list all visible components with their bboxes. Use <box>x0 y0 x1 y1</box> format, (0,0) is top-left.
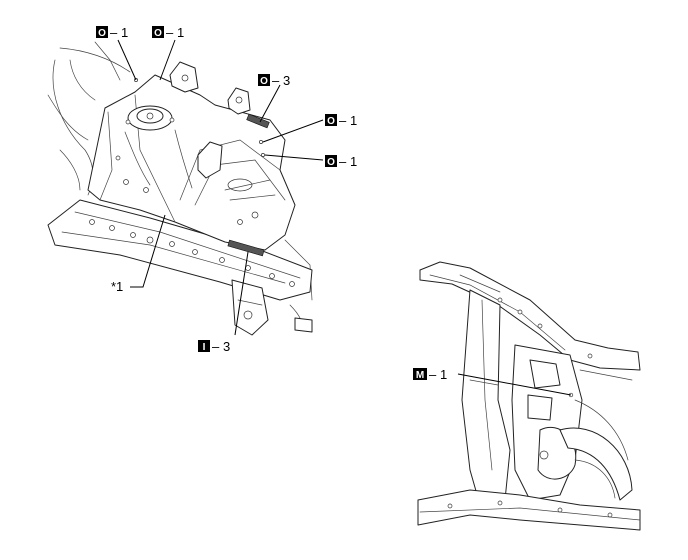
callout-badge: O <box>154 28 162 39</box>
callout-dash: – <box>272 73 280 88</box>
callout-label: 1 <box>121 25 128 40</box>
callout-m-1: M – 1 <box>413 367 447 382</box>
rocker-floor <box>417 489 641 531</box>
callout-badge: O <box>327 157 335 168</box>
callout-dash: – <box>429 367 437 382</box>
callout-badge: I <box>203 342 206 353</box>
callout-label: 3 <box>223 339 230 354</box>
front-side-member <box>47 199 313 336</box>
callout-dash: – <box>339 113 347 128</box>
suspension-tower <box>124 105 193 189</box>
rear-pillar-view: M – 1 <box>413 261 641 531</box>
callout-o-1-b: O – 1 <box>152 25 184 40</box>
front-apron-view: O – 1 O – 1 O – 3 O – 1 O – 1 <box>47 25 357 354</box>
callout-o-1-d: O – 1 <box>325 154 357 169</box>
callout-dash: – <box>110 25 118 40</box>
upper-brackets <box>169 61 251 115</box>
roof-rail-outline <box>419 261 641 371</box>
callout-leader-m-1 <box>457 373 572 396</box>
weld-bead-lower <box>227 239 265 257</box>
callout-o-1-a: O – 1 <box>96 25 128 40</box>
callout-dash: – <box>339 154 347 169</box>
callout-label: 1 <box>440 367 447 382</box>
callout-o-3: O – 3 <box>258 73 290 88</box>
callout-label: 1 <box>350 154 357 169</box>
callout-o-1-c: O – 1 <box>325 113 357 128</box>
callout-i-3: I – 3 <box>198 339 230 354</box>
callout-label: 1 <box>350 113 357 128</box>
callout-badge: O <box>98 28 106 39</box>
callout-dash: – <box>212 339 220 354</box>
apron-reinforcement <box>115 141 276 225</box>
callout-label: 3 <box>283 73 290 88</box>
callout-label: 1 <box>177 25 184 40</box>
wheelhouse <box>559 427 633 501</box>
reference-label-star-1: *1 <box>111 279 123 294</box>
callout-dash: – <box>166 25 174 40</box>
callout-badge: O <box>260 76 268 87</box>
callout-badge: O <box>327 116 335 127</box>
side-member-holes <box>89 219 295 287</box>
callout-leaders <box>117 39 324 336</box>
callout-badge: M <box>416 370 424 381</box>
weld-points <box>134 78 270 257</box>
weld-bead-upper <box>246 113 270 129</box>
center-pillar <box>461 289 511 506</box>
